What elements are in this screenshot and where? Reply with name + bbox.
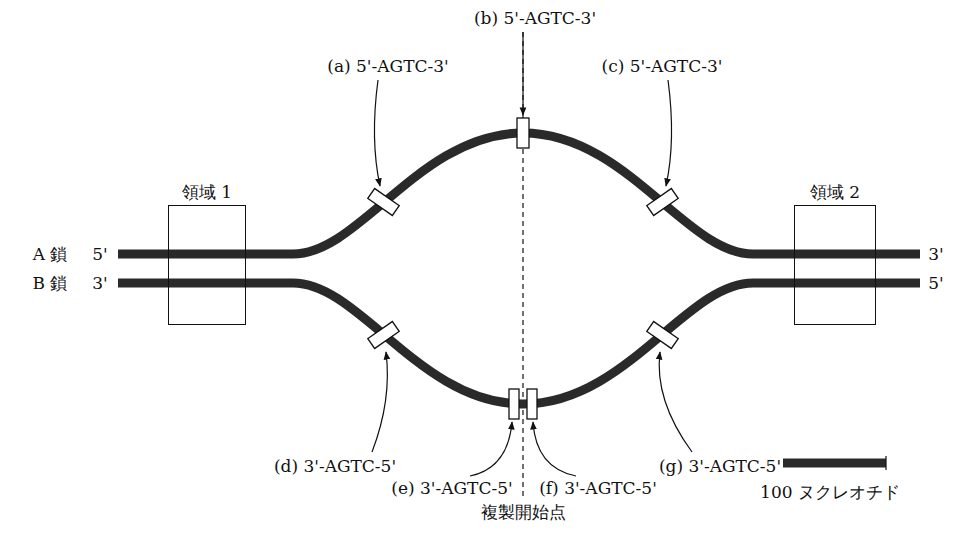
sequence-label: (b) 5'-AGTC-3': [472, 8, 598, 28]
sequence-label: (e) 3'-AGTC-5': [389, 478, 514, 498]
scale-label: 100 ヌクレオチド: [758, 482, 902, 502]
sequence-label: (c) 5'-AGTC-3': [600, 56, 725, 76]
end-label: 3': [90, 273, 110, 293]
a-strand: [118, 133, 920, 254]
origin-label: 複製開始点: [479, 502, 568, 522]
end-label: 5': [926, 273, 946, 293]
region-box: 領域 1: [168, 205, 246, 325]
strand-name: B 鎖: [31, 273, 70, 293]
scale-bar: [770, 459, 886, 468]
origin-line: [522, 32, 523, 498]
sequence-label: (g) 3'-AGTC-5': [657, 456, 783, 476]
end-label: 5': [90, 244, 110, 264]
sequence-label: (f) 3'-AGTC-5': [537, 478, 659, 498]
region-box: 領域 2: [794, 205, 876, 325]
leader-arrows: [372, 32, 692, 476]
region-label: 領域 2: [808, 182, 862, 202]
sequence-label: (a) 5'-AGTC-3': [325, 56, 450, 76]
end-label: 3': [926, 244, 946, 264]
scale-tick: [885, 456, 886, 470]
strand-name: A 鎖: [31, 244, 70, 264]
region-label: 領域 1: [180, 182, 234, 202]
b-strand: [118, 283, 920, 404]
sequence-markers: [368, 118, 678, 419]
sequence-label: (d) 3'-AGTC-5': [272, 456, 398, 476]
